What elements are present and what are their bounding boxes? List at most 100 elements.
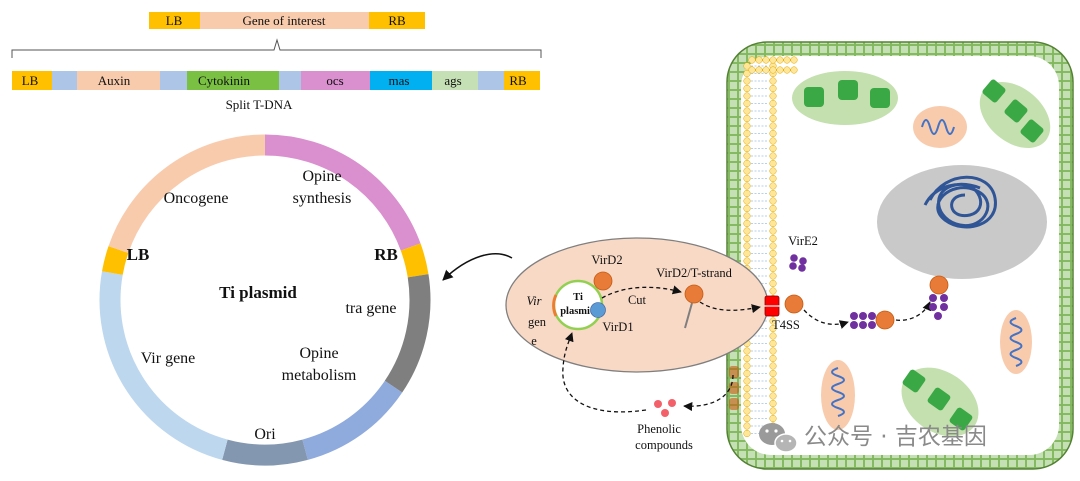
membrane-bead [776, 66, 784, 74]
membrane-bead [743, 227, 751, 235]
membrane-bead [776, 56, 784, 64]
split-ocs-label: ocs [326, 73, 343, 88]
membrane-bead [769, 227, 777, 235]
vird2-label: VirD2 [591, 253, 622, 267]
ring-segment-oncogene [108, 134, 266, 254]
small-plasmid-vir-arc [552, 294, 558, 317]
mitochondrion-2 [821, 360, 855, 430]
membrane-bead [743, 354, 751, 363]
membrane-bead [743, 429, 751, 438]
construct-goi-box [200, 12, 369, 29]
phenolic-label-1: Phenolic [637, 422, 681, 436]
membrane-bead [743, 152, 751, 160]
membrane-bead [769, 92, 777, 100]
membrane-bead [769, 84, 777, 93]
membrane-bead [769, 362, 777, 370]
membrane-bead [769, 182, 777, 190]
chloroplast-3 [901, 367, 979, 437]
membrane-bead [769, 332, 777, 340]
membrane-bead [769, 107, 777, 115]
vird1-protein [590, 302, 606, 318]
membrane-bead [769, 347, 777, 355]
wechat-logo-icon [759, 423, 798, 453]
membrane-bead [783, 66, 791, 74]
split-spacer-4 [478, 71, 504, 90]
t-strand [684, 302, 693, 329]
arrow-phenolic-from-cell [683, 374, 734, 412]
arrow-cut [601, 285, 682, 299]
membrane-bead [769, 77, 777, 85]
membrane-bead [743, 392, 751, 400]
membrane-bead [769, 167, 777, 175]
split-tdna-bar: LB Auxin Cytokinin ocs mas ags RB [12, 71, 540, 90]
nucleus [877, 165, 1047, 279]
membrane-bead [790, 56, 798, 64]
split-tdna-caption: Split T-DNA [226, 97, 293, 112]
split-rb-label: RB [509, 73, 527, 88]
membrane-bead [769, 272, 777, 280]
t-complex-nucleus [929, 275, 949, 320]
membrane-bead [743, 377, 751, 385]
membrane-bead [743, 422, 751, 430]
membrane-bead [769, 392, 777, 400]
vird2-tstrand-protein [684, 284, 704, 304]
split-lb-label: LB [22, 73, 39, 88]
membrane-bead [769, 144, 777, 153]
bacterium: Vir gen e Ti plasmid VirD2 VirD1 Cut Vir… [505, 237, 769, 373]
mitochondrion-1 [913, 106, 967, 148]
membrane-bead [769, 137, 777, 145]
membrane-bead [743, 369, 751, 378]
ring-label-center: Ti plasmid [219, 283, 297, 302]
membrane-bead [769, 219, 777, 228]
membrane-bead [755, 56, 763, 64]
membrane-bead [769, 354, 777, 363]
ring-segment-ori [222, 439, 308, 466]
membrane-bead [769, 317, 777, 325]
membrane-bead [743, 197, 751, 205]
membrane-bead [748, 66, 756, 74]
membrane-bead [748, 56, 756, 64]
membrane-bead [743, 159, 751, 168]
split-rb-box [504, 71, 540, 90]
vird2-protein [593, 271, 613, 291]
split-ags-box [432, 71, 478, 90]
membrane-bead [769, 407, 777, 415]
split-ocs-box [301, 71, 370, 90]
construct-rb-label: RB [388, 13, 406, 28]
membrane-bead [769, 234, 777, 243]
chloroplast-1 [792, 71, 898, 125]
ti-plasmid-labels: Oncogene Opine synthesis LB RB Ti plasmi… [127, 168, 398, 443]
vird2-at-t4ss [784, 294, 804, 314]
arrow-to-nucleus [895, 301, 932, 321]
split-auxin-box [77, 71, 160, 90]
construct-lb-box [149, 12, 200, 29]
membrane-bead [769, 204, 777, 213]
membrane-bead [743, 414, 751, 423]
membrane-bead [769, 152, 777, 160]
t-complex [850, 310, 895, 330]
membrane-bead [743, 399, 751, 408]
vir-label-2: gen [528, 315, 547, 329]
membrane-bead [743, 384, 751, 393]
ti-plasmid-ring [99, 134, 431, 466]
membrane-bead [769, 377, 777, 385]
membrane-bead [743, 107, 751, 115]
vire2-label: VirE2 [788, 234, 818, 248]
watermark-text: 公众号 · 吉农基因 [804, 424, 987, 450]
membrane-bead [762, 66, 770, 74]
membrane-bead [769, 414, 777, 423]
split-spacer-2 [160, 71, 187, 90]
membrane-bead [743, 129, 751, 138]
phenolic-compounds [654, 399, 676, 417]
membrane-bead [769, 129, 777, 138]
membrane-bead [769, 189, 777, 198]
ring-segment-tra [384, 274, 431, 393]
membrane-bead [743, 242, 751, 250]
split-cytokinin-label: Cytokinin [198, 73, 251, 88]
t4ss-label: T4SS [772, 318, 800, 332]
split-lb-box [12, 71, 52, 90]
membrane-bead [743, 219, 751, 228]
membrane-bead [743, 234, 751, 243]
membrane-bead [743, 84, 751, 93]
vire2-free [789, 254, 807, 272]
